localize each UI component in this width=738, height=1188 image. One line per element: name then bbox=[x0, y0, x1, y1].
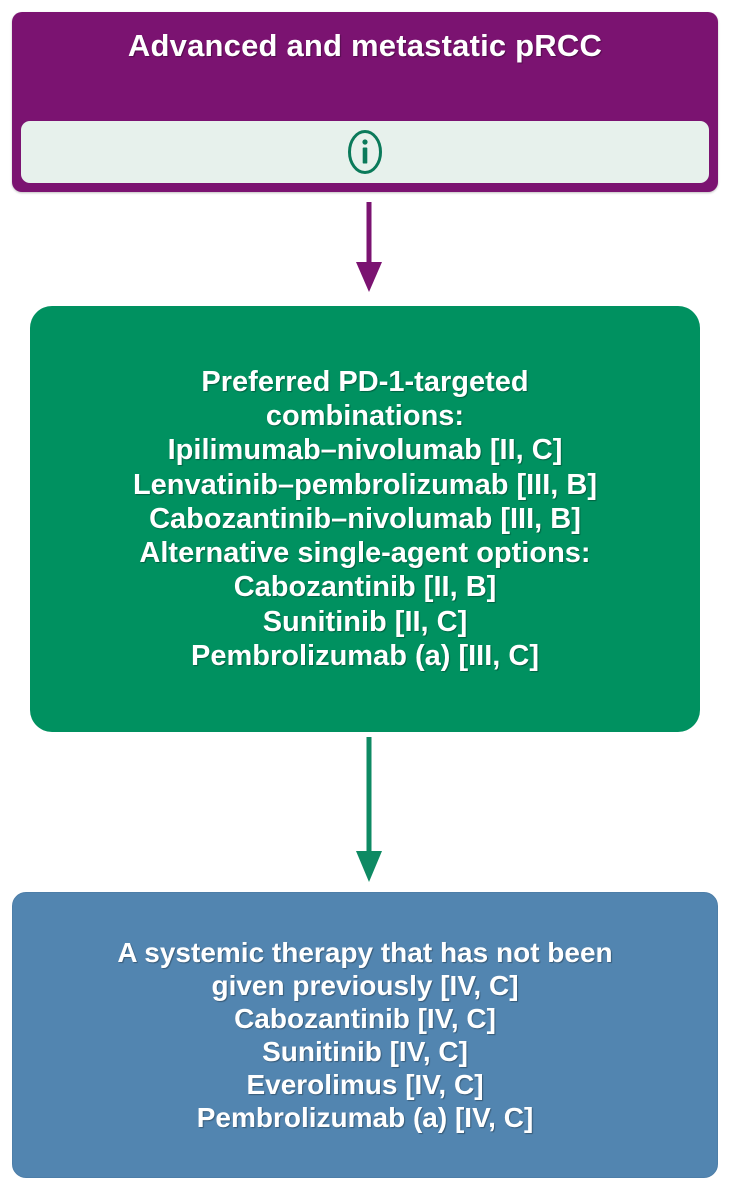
node-line: Sunitinib [II, C] bbox=[262, 605, 468, 638]
node-line: Cabozantinib [IV, C] bbox=[234, 1002, 496, 1034]
arrow-first-line-to-subsequent bbox=[0, 735, 738, 887]
node-line: Ipilimumab–nivolumab [II, C] bbox=[167, 434, 563, 467]
node-line: Sunitinib [IV, C] bbox=[262, 1036, 468, 1067]
node-line: Lenvatinib–pembrolizumab [III, B] bbox=[132, 468, 598, 501]
node-subsequent-line-treatment: A systemic therapy that has not been giv… bbox=[12, 892, 718, 1178]
node-line: Alternative single-agent options: bbox=[139, 537, 591, 570]
header-node-advanced-metastatic-prcc: Advanced and metastatic pRCC bbox=[12, 12, 718, 192]
node-line: Pembrolizumab (a) [IV, C] bbox=[196, 1102, 534, 1134]
node-line: Preferred PD-1-targeted bbox=[201, 366, 529, 399]
node-first-line-treatment: Preferred PD-1-targeted combinations: Ip… bbox=[30, 306, 700, 732]
node-line: Pembrolizumab (a) [III, C] bbox=[190, 639, 540, 672]
info-circle-icon[interactable] bbox=[346, 128, 384, 176]
node-line: given previously [IV, C] bbox=[211, 969, 519, 1001]
node-line: Cabozantinib–nivolumab [III, B] bbox=[149, 502, 581, 535]
node-line: A systemic therapy that has not been bbox=[117, 936, 613, 968]
info-bar[interactable] bbox=[21, 121, 709, 183]
page-title: Advanced and metastatic pRCC bbox=[127, 28, 603, 63]
arrow-header-to-first-line bbox=[0, 200, 738, 300]
node-line: Cabozantinib [II, B] bbox=[233, 571, 497, 604]
node-line: Everolimus [IV, C] bbox=[246, 1069, 484, 1101]
node-line: combinations: bbox=[265, 400, 465, 433]
